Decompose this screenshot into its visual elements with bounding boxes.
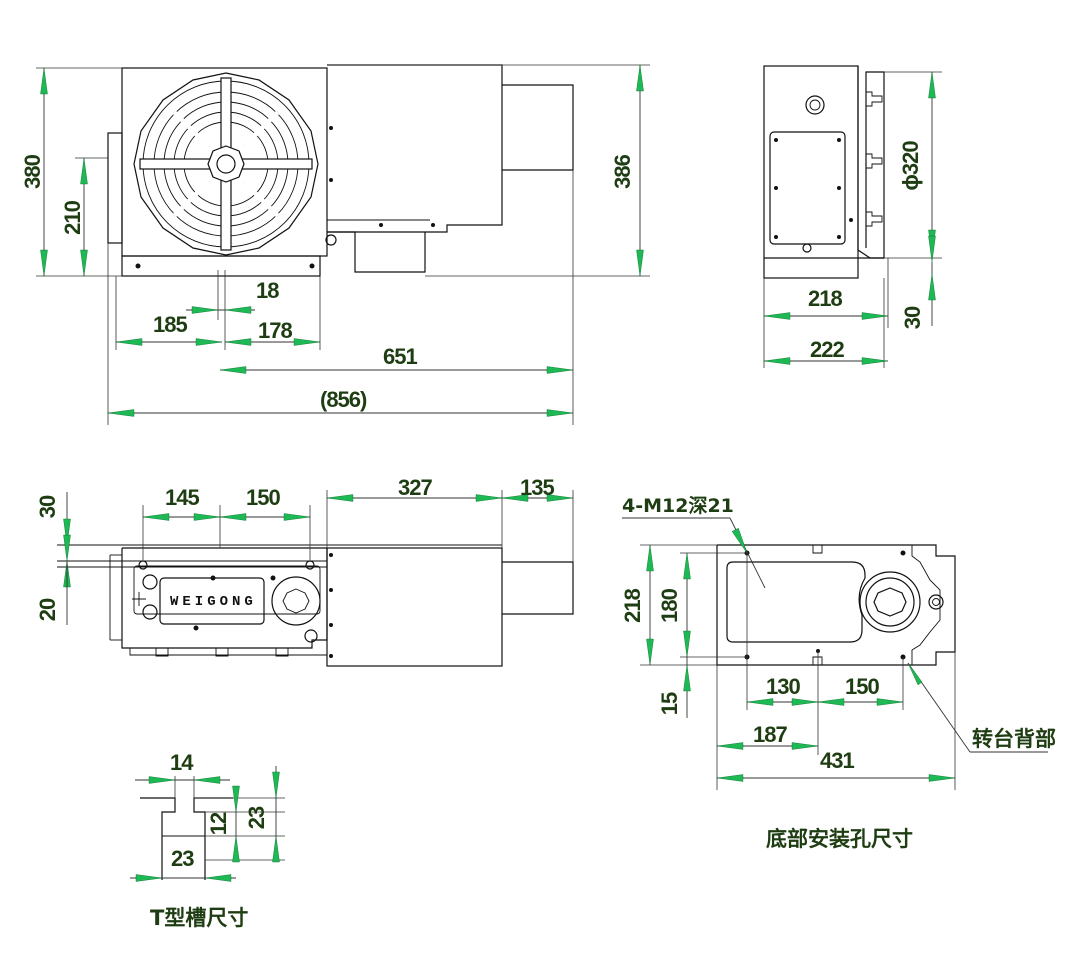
dim-651: 651 xyxy=(383,344,417,369)
dim-20: 20 xyxy=(35,598,60,621)
motor-block xyxy=(327,64,503,233)
dim-130: 130 xyxy=(766,674,800,699)
side-face xyxy=(857,66,885,259)
dim-180: 180 xyxy=(657,588,682,622)
dim-178: 178 xyxy=(258,318,292,343)
base-plate xyxy=(121,255,321,277)
flange-plate xyxy=(107,132,123,244)
base-pocket xyxy=(726,561,866,643)
dim-30-side: 30 xyxy=(900,306,925,329)
dim-327: 327 xyxy=(398,475,432,500)
gear-box xyxy=(327,231,426,273)
side-view: ϕ320 30 218 222 xyxy=(763,65,942,368)
t-slot-caption: T型槽尺寸 xyxy=(150,906,248,930)
dim-135: 135 xyxy=(520,475,554,500)
dim-15: 15 xyxy=(657,692,682,715)
dim-431: 431 xyxy=(820,748,854,773)
dim-18: 18 xyxy=(256,278,279,303)
dim-23-h: 23 xyxy=(171,846,194,871)
dim-320: ϕ320 xyxy=(898,141,923,191)
dim-14: 14 xyxy=(170,750,194,775)
dim-210: 210 xyxy=(60,200,85,234)
dim-218-side: 218 xyxy=(808,286,842,311)
brand-label: WEIGONG xyxy=(170,594,257,610)
dim-222: 222 xyxy=(810,337,844,362)
dim-380: 380 xyxy=(20,154,45,188)
front-view: 380 210 386 18 185 178 651 (856) xyxy=(20,64,650,425)
rotary-table-face xyxy=(133,72,319,256)
dim-187: 187 xyxy=(753,722,787,747)
dim-218-base: 218 xyxy=(620,588,645,622)
dim-856: (856) xyxy=(320,387,367,412)
motor-end xyxy=(502,84,574,171)
t-slot-view: 14 12 23 23 T型槽尺寸 xyxy=(130,750,285,930)
dim-386: 386 xyxy=(610,154,635,188)
dim-185: 185 xyxy=(153,312,187,337)
dim-150-base: 150 xyxy=(845,674,879,699)
dim-12: 12 xyxy=(206,812,231,835)
back-label: 转台背部 xyxy=(972,727,1056,751)
top-motor xyxy=(326,547,503,667)
dim-145: 145 xyxy=(165,485,199,510)
top-view: WEIGONG 145 150 327 135 xyxy=(35,475,574,667)
hole-note: 4-M12深21 xyxy=(622,494,734,517)
dim-30-top: 30 xyxy=(35,495,60,518)
dim-150-top: 150 xyxy=(246,485,280,510)
base-caption: 底部安装孔尺寸 xyxy=(766,827,913,851)
side-cover xyxy=(769,131,846,245)
base-view: 218 180 15 130 150 187 431 4-M12深21 转台 xyxy=(620,494,1056,851)
dim-23-v: 23 xyxy=(244,806,269,829)
